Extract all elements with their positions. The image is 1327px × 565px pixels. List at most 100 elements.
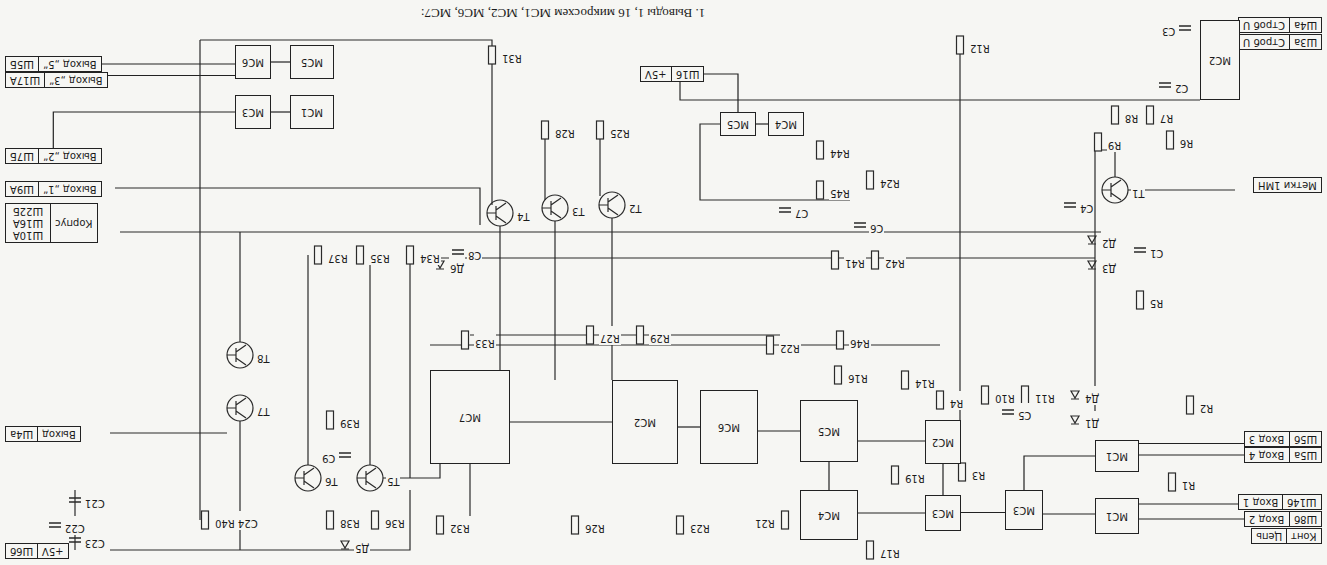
wire-connection [510, 421, 612, 422]
resistor-symbol [982, 386, 989, 404]
wire-connection [108, 75, 235, 76]
label-holder: R10 [994, 386, 1016, 405]
pin-number: Ш5Б [10, 58, 34, 70]
signal-name: Метки 1МН [1258, 179, 1317, 191]
ic-chip: МС5 [800, 400, 858, 462]
component-designator: R37 [328, 252, 348, 264]
component-designator: R22 [780, 342, 800, 354]
transistor-symbol [357, 465, 383, 491]
signal-name: Вход 4 [1249, 449, 1284, 461]
signal-wire [599, 139, 600, 196]
signal-name: Вход 2 [1249, 513, 1284, 525]
pin-cell: Ш17А [6, 73, 45, 87]
label-holder: Д3 [1101, 256, 1117, 275]
resistor-symbol [372, 511, 379, 529]
label-holder: R37 [327, 246, 349, 265]
component-designator: R14 [915, 377, 935, 389]
transistor-symbol [227, 345, 246, 365]
label-holder: R4 [949, 391, 964, 410]
capacitor-symbol [1064, 203, 1076, 207]
signal-name: Вход 3 [1249, 433, 1284, 445]
component-designator: R29 [650, 332, 670, 344]
label-holder: R36 [384, 511, 406, 530]
component-designator: R1 [1182, 479, 1195, 491]
chip-name: МС2 [1209, 54, 1231, 66]
wire-connection [704, 74, 738, 112]
signal-cell: Вход 1 [1239, 495, 1282, 509]
resistor-symbol [782, 511, 789, 529]
component-designator: C9 [322, 452, 335, 464]
ic-chip: МС4 [800, 490, 858, 540]
connector-pin-box: Вход 3Ш5б [1244, 431, 1322, 447]
capacitor-symbol [1179, 26, 1191, 30]
diode-symbol [341, 541, 349, 549]
component-designator: R3 [972, 469, 985, 481]
label-holder: Т8 [256, 346, 270, 365]
output-wire [115, 188, 480, 225]
label-holder: R29 [649, 326, 671, 345]
chip-name: МС1 [1106, 510, 1128, 522]
resistor-symbol [462, 331, 469, 349]
signal-name: Корпус [55, 217, 93, 229]
pin-number: Ш3а [1294, 36, 1317, 48]
note-holder: 1. Выводы 1, 16 микросхем МС1, МС2, МС6,… [420, 3, 706, 22]
pin-cell: Ш4а [1289, 18, 1321, 32]
label-holder: Д4 [1084, 386, 1100, 405]
label-holder: R8 [1124, 106, 1139, 125]
resistor-symbol [1169, 473, 1176, 491]
diode-symbol [1088, 236, 1096, 244]
signal-name: Цепь [1256, 530, 1282, 542]
component-designator: R31 [502, 52, 522, 64]
connector-pin-box: Выход „2“Ш7Б [5, 148, 102, 164]
transistor-symbol [1102, 180, 1121, 200]
component-designator: C8 [468, 249, 481, 261]
resistor-symbol [572, 516, 579, 534]
pin-number: Ш10А Ш16А Ш22Б [10, 205, 46, 241]
label-holder: R41 [844, 251, 866, 270]
label-holder: R35 [369, 246, 391, 265]
chip-name: МС1 [1106, 450, 1128, 462]
signal-cell: Выход [38, 427, 80, 441]
label-holder: C3 [1161, 19, 1176, 38]
resistor-symbol [957, 36, 964, 54]
component-designator: R23 [690, 522, 710, 534]
capacitor-symbol [452, 250, 464, 254]
pin-number: Конт [1291, 530, 1317, 542]
connector-pin-box: Выход „5“Ш5Б [5, 56, 102, 72]
label-holder: Т6 [324, 469, 338, 488]
label-holder: C9 [321, 446, 336, 465]
ic-chip: МС2 [925, 420, 961, 464]
ic-chip: МС2 [1200, 20, 1240, 100]
pin-cell: Ш5а [1289, 448, 1321, 462]
component-designator: R16 [848, 372, 868, 384]
pin-number: Ш9А [10, 183, 34, 195]
signal-name: Выход „3“ [49, 74, 103, 86]
signal-cell: Цепь [1252, 529, 1286, 543]
component-designator: R17 [880, 547, 900, 559]
resistor-symbol [202, 511, 209, 529]
label-holder: R46 [849, 331, 871, 350]
ic-chip: МС3 [925, 495, 961, 531]
component-designator: R10 [995, 392, 1015, 404]
signal-cell: +5V [641, 67, 671, 81]
resistor-symbol [835, 366, 842, 384]
pin-cell: Ш3а [1289, 35, 1321, 49]
component-designator: Т4 [517, 210, 529, 222]
ic-chip: МС3 [1005, 490, 1043, 530]
signal-wire [959, 54, 960, 420]
label-holder: R42 [884, 251, 906, 270]
component-designator: R27 [600, 332, 620, 344]
resistor-symbol [1022, 386, 1029, 404]
connector-pin-box: Вход 4 Ш5а [1244, 447, 1322, 463]
component-designator: R39 [340, 417, 360, 429]
resistor-symbol [867, 541, 874, 559]
diode-symbol [1071, 391, 1079, 399]
component-designator: Д1 [1085, 417, 1099, 429]
wire-connection [1139, 503, 1238, 504]
label-holder: Т7 [256, 399, 270, 418]
transistor-symbol [599, 192, 625, 218]
label-holder: R26 [584, 516, 606, 535]
pin-cell: Ш16 [671, 67, 703, 81]
resistor-symbol [959, 463, 966, 481]
